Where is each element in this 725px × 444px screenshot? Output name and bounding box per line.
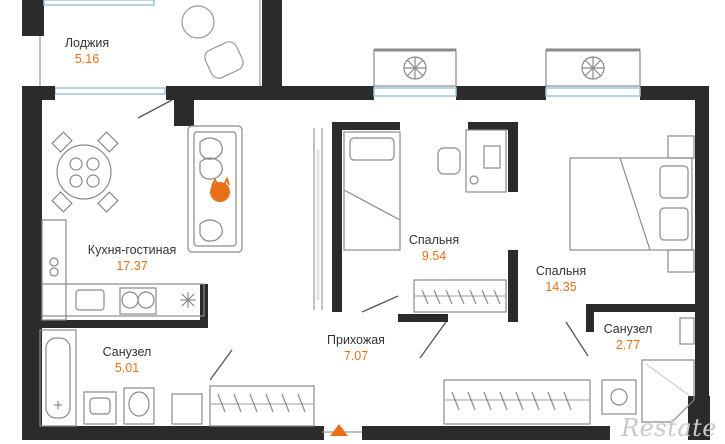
ac-unit-2 [545, 48, 641, 87]
loggia-label: Лоджия 5.16 [52, 36, 122, 67]
room-name: Лоджия [64, 36, 110, 50]
bathroom-1-label: Санузел 5.01 [88, 345, 166, 376]
hallway-label: Прихожая 7.07 [312, 333, 400, 364]
room-area: 9.54 [421, 249, 447, 264]
wardrobe-2 [443, 379, 591, 425]
entrance-door [322, 424, 362, 436]
room-name: Спальня [408, 233, 460, 247]
ac-unit-1 [373, 48, 457, 87]
bathroom-2-fixtures [601, 317, 695, 423]
wall-right-loggia [262, 0, 282, 90]
room-name: Спальня [535, 264, 587, 278]
cat-icon [210, 176, 230, 202]
watermark-logo: Restate [621, 414, 717, 442]
hall-wardrobe [209, 385, 315, 427]
loggia [39, 0, 261, 90]
outer-walls [22, 86, 710, 440]
bathroom-1-fixtures [39, 329, 203, 427]
single-bed [343, 131, 401, 251]
kitchen-counter [41, 219, 205, 321]
bathroom-2-label: Санузел 2.77 [590, 322, 666, 353]
desk [437, 129, 507, 193]
bedroom-1-label: Спальня 9.54 [394, 233, 474, 264]
entrance-arrow-icon [330, 424, 348, 436]
wall-left-loggia [22, 0, 44, 36]
interior-walls [36, 122, 698, 332]
bedroom-windows [373, 87, 641, 97]
door-swings [137, 99, 589, 381]
room-name: Кухня-гостиная [87, 243, 177, 257]
room-area: 14.35 [545, 280, 577, 295]
room-area: 17.37 [116, 259, 148, 274]
sliding-partition [313, 128, 323, 310]
room-name: Прихожая [327, 333, 385, 347]
dining-table [51, 131, 119, 213]
bedroom-2-label: Спальня 14.35 [520, 264, 602, 295]
room-area: 5.16 [74, 52, 100, 67]
room-name: Санузел [102, 345, 152, 359]
room-name: Санузел [603, 322, 653, 336]
kitchen-label: Кухня-гостиная 17.37 [70, 243, 194, 274]
room-area: 5.01 [114, 361, 140, 376]
room-area: 7.07 [343, 349, 369, 364]
wardrobe-1 [413, 279, 507, 313]
room-area: 2.77 [615, 338, 641, 353]
double-bed [569, 135, 695, 273]
sofa [187, 125, 243, 253]
